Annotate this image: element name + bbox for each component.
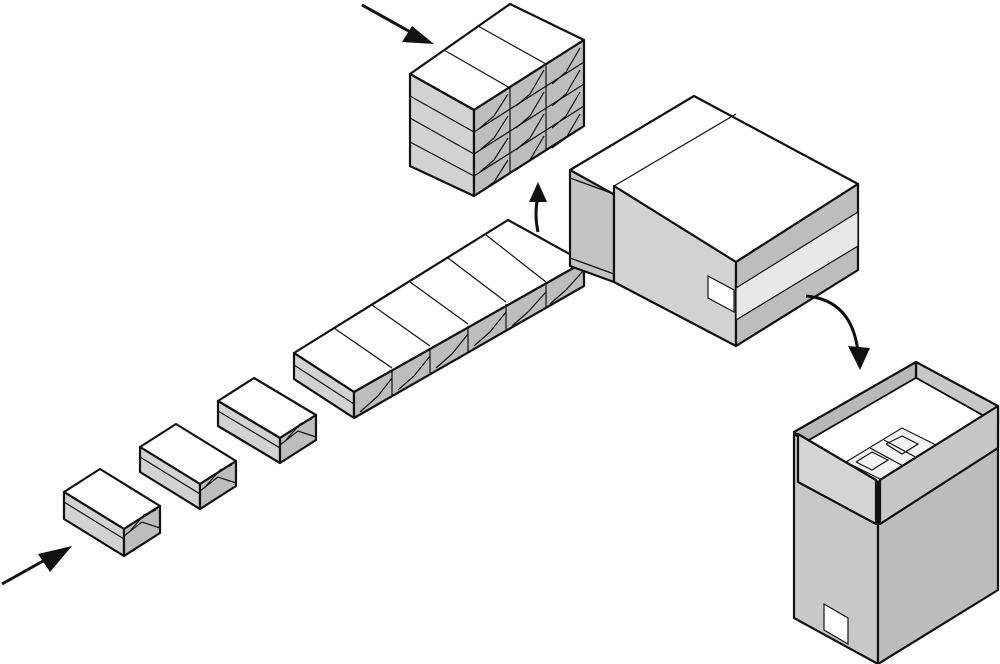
lift-arrow-up-icon (529, 182, 547, 233)
input-arrow-icon (1, 546, 72, 586)
shipping-carton (792, 360, 1000, 664)
package-row (292, 218, 586, 420)
stack-input-arrow-icon (361, 3, 434, 44)
output-curved-arrow-icon (805, 294, 870, 370)
stacked-package-bundle (408, 2, 586, 198)
single-package-3 (216, 376, 318, 465)
single-package-1 (62, 467, 162, 558)
single-package-2 (138, 422, 238, 511)
large-case (568, 94, 860, 348)
